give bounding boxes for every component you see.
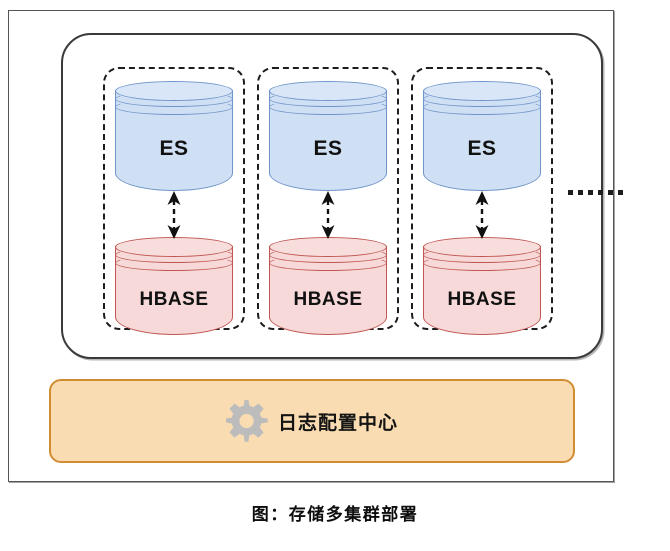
- es-node-label: ES: [159, 137, 189, 160]
- cylinder-top-ellipse: [423, 81, 541, 101]
- log-config-center-label: 日志配置中心: [277, 412, 398, 434]
- hbase-node-2[interactable]: HBASE: [269, 237, 387, 335]
- storage-cluster-group: ES HBASE: [61, 33, 623, 359]
- es-node-2[interactable]: ES: [269, 81, 387, 191]
- cylinder-top-ellipse: [269, 81, 387, 101]
- cylinder-ring-1: [269, 91, 387, 107]
- cylinder-top-ellipse: [115, 81, 233, 101]
- cylinder-ring-2: [423, 255, 541, 271]
- bidirectional-sync-arrow-2: [321, 191, 335, 239]
- cylinder-ring-2: [115, 99, 233, 115]
- es-node-1[interactable]: ES: [115, 81, 233, 191]
- ellipsis-dot: [578, 190, 583, 195]
- cylinder-ring-1: [423, 91, 541, 107]
- log-config-center-banner[interactable]: 日志配置中心: [49, 379, 575, 463]
- cluster-box-2[interactable]: ES HBASE: [257, 67, 399, 335]
- es-node-3[interactable]: ES: [423, 81, 541, 191]
- horizontal-ellipsis-icon: [568, 190, 623, 195]
- hbase-node-label: HBASE: [293, 289, 363, 310]
- hbase-node-label: HBASE: [139, 289, 209, 310]
- cylinder-top-ellipse: [423, 237, 541, 257]
- cylinder-ring-2: [269, 99, 387, 115]
- ellipsis-dot: [588, 190, 593, 195]
- figure-caption: 图：存储多集群部署: [251, 505, 419, 524]
- cylinder-ring-1: [115, 247, 233, 263]
- ellipsis-dot: [618, 190, 623, 195]
- cylinder-top-ellipse: [269, 237, 387, 257]
- cylinder-ring-2: [423, 99, 541, 115]
- gear-icon: [225, 400, 268, 442]
- cylinder-top-ellipse: [115, 237, 233, 257]
- es-node-label: ES: [467, 137, 497, 160]
- hbase-node-3[interactable]: HBASE: [423, 237, 541, 335]
- hbase-node-label: HBASE: [447, 289, 517, 310]
- bidirectional-sync-arrow-1: [167, 191, 181, 239]
- diagram-outer-frame: ES HBASE: [8, 10, 623, 482]
- cluster-box-3[interactable]: ES HBASE: [411, 67, 553, 335]
- cluster-box-1[interactable]: ES HBASE: [103, 67, 245, 335]
- cylinder-ring-1: [423, 247, 541, 263]
- cylinder-ring-2: [115, 255, 233, 271]
- hbase-node-1[interactable]: HBASE: [115, 237, 233, 335]
- ellipsis-dot: [568, 190, 573, 195]
- es-node-label: ES: [313, 137, 343, 160]
- ellipsis-dot: [598, 190, 603, 195]
- cylinder-ring-1: [269, 247, 387, 263]
- ellipsis-dot: [608, 190, 613, 195]
- cylinder-ring-2: [269, 255, 387, 271]
- cylinder-ring-1: [115, 91, 233, 107]
- bidirectional-sync-arrow-3: [475, 191, 489, 239]
